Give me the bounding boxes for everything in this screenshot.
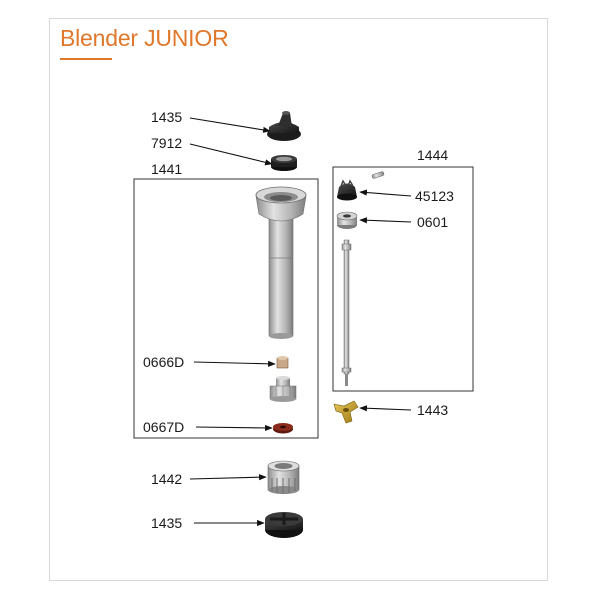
part-1435-bottom-shape: [265, 512, 303, 538]
label-1435-top: 1435: [151, 109, 182, 125]
title-underline: [60, 58, 112, 60]
part-1435-top-shape: [267, 111, 301, 141]
leader-lines: [189, 117, 412, 527]
label-1444: 1444: [417, 147, 448, 163]
label-0666d: 0666D: [143, 354, 184, 370]
part-1442-shape: [267, 460, 300, 494]
part-0601-shape: [336, 211, 358, 229]
part-7912-shape: [271, 155, 297, 171]
leader-1443: [359, 405, 412, 412]
part-0667d-shape: [273, 423, 293, 434]
part-45123-shape: [337, 179, 357, 201]
threaded-nut-shape: [269, 376, 297, 402]
part-0666d-shape: [276, 356, 289, 369]
leader-45123: [359, 189, 412, 197]
page-title: Blender JUNIOR: [60, 25, 229, 51]
label-1435-bottom: 1435: [151, 515, 182, 531]
part-1441-shape: [255, 186, 307, 339]
leader-7912: [189, 143, 273, 166]
label-1443: 1443: [417, 402, 448, 418]
part-1444-shape: [341, 239, 352, 386]
label-7912: 7912: [151, 135, 182, 151]
leader-0666d: [193, 360, 276, 367]
diagram-frame: [49, 18, 548, 581]
label-0601: 0601: [417, 214, 448, 230]
group-box-1441: [133, 178, 319, 439]
label-1441: 1441: [151, 161, 182, 177]
part-1443-shape: [333, 400, 359, 424]
leader-0667d: [195, 424, 273, 431]
label-0667d: 0667D: [143, 419, 184, 435]
leader-0601: [359, 217, 412, 224]
group-box-1444: [332, 166, 474, 392]
label-45123: 45123: [415, 188, 454, 204]
leader-1442: [189, 474, 267, 481]
label-1442: 1442: [151, 471, 182, 487]
leader-1435-top: [189, 117, 271, 133]
part-pin-shape: [371, 171, 385, 179]
